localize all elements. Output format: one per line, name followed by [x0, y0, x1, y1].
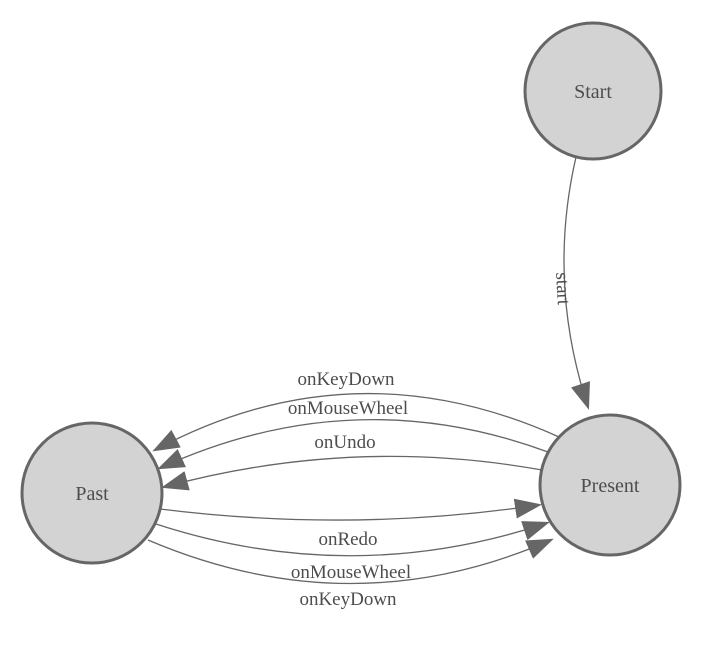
edge-line-onkeydown-top — [152, 392, 560, 452]
edge-label-onundo: onUndo — [314, 432, 375, 453]
state-label-start: Start — [574, 81, 612, 103]
edge-start-to-present: start — [551, 156, 590, 410]
edge-past-to-present-onkeydown: onKeyDown — [147, 538, 554, 610]
edge-line-onredo — [159, 498, 542, 521]
state-label-present: Present — [581, 475, 640, 497]
edge-label-onkeydown-top: onKeyDown — [297, 369, 395, 390]
edge-label-onmousewheel-bottom: onMouseWheel — [291, 562, 411, 583]
edge-label-onkeydown-bottom: onKeyDown — [299, 589, 397, 610]
edge-present-to-past-onundo: onUndo — [161, 432, 543, 491]
state-node-present: Present — [538, 413, 682, 557]
edge-label-onmousewheel-top: onMouseWheel — [288, 398, 408, 419]
state-node-start: Start — [523, 21, 663, 161]
edge-line-onundo — [161, 455, 543, 491]
edge-past-to-present-onmousewheel: onMouseWheel — [155, 521, 550, 583]
edge-present-to-past-onkeydown: onKeyDown — [152, 369, 560, 452]
edge-present-to-past-onmousewheel: onMouseWheel — [157, 398, 549, 470]
edge-line-onmousewheel-bottom — [155, 521, 550, 557]
state-label-past: Past — [75, 483, 109, 505]
state-circle-present — [538, 413, 682, 557]
edge-line-onkeydown-bottom — [147, 538, 554, 585]
edge-label-start: start — [551, 272, 574, 306]
edge-label-onredo: onRedo — [318, 529, 377, 550]
edge-line-start — [563, 156, 590, 410]
edge-line-onmousewheel-top — [157, 419, 549, 470]
state-node-past: Past — [20, 421, 164, 565]
state-circle-start — [523, 21, 663, 161]
state-circle-past — [20, 421, 164, 565]
edge-past-to-present-onredo: onRedo — [159, 498, 542, 550]
